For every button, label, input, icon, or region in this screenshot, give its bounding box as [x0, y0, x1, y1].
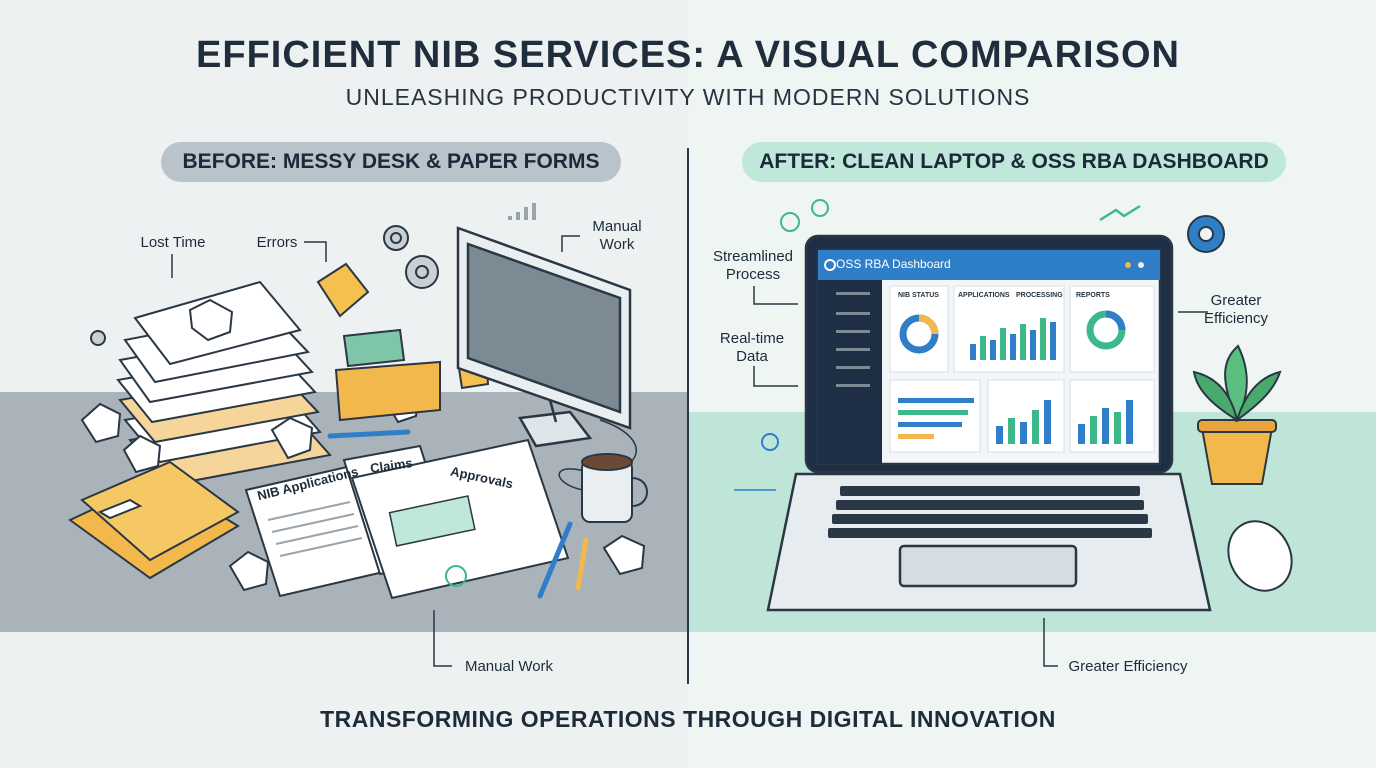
before-heading: BEFORE: MESSY DESK & PAPER FORMS — [161, 142, 621, 182]
mouse-illustration — [1227, 520, 1293, 592]
applications-panel-label: APPLICATIONS — [958, 292, 1010, 299]
gear-icon — [90, 225, 439, 346]
nib-status-panel-label: NIB STATUS — [898, 292, 939, 299]
manual-work-top-label: Manual Work — [592, 218, 642, 253]
keyboard-illustration — [828, 486, 1152, 538]
after-heading: AFTER: CLEAN LAPTOP & OSS RBA DASHBOARD — [742, 142, 1286, 182]
lost-time-label: Lost Time — [140, 234, 206, 251]
manual-work-bottom-label: Manual Work — [464, 658, 554, 675]
page-subtitle: UNLEASHING PRODUCTIVITY WITH MODERN SOLU… — [345, 84, 1031, 110]
comparison-divider — [687, 148, 689, 684]
monitor-illustration — [456, 226, 632, 448]
file-box-illustration — [334, 328, 441, 422]
footer-tagline: TRANSFORMING OPERATIONS THROUGH DIGITAL … — [320, 706, 1056, 732]
trend-arrow-icon — [1099, 204, 1141, 222]
coffee-mug-illustration — [581, 453, 648, 523]
plant-illustration — [1192, 344, 1282, 485]
document-illustration — [244, 438, 570, 600]
chart-doodle-icon — [508, 203, 536, 220]
page-title: EFFICIENT NIB SERVICES: A VISUAL COMPARI… — [196, 34, 1180, 76]
processing-panel-label: PROCESSING — [1016, 292, 1063, 299]
dashboard-title: OSS RBA Dashboard — [836, 257, 951, 271]
realtime-data-label: Real-time Data — [719, 330, 785, 365]
gear-icon — [761, 199, 1225, 451]
errors-label: Errors — [256, 234, 298, 251]
streamlined-process-label: Streamlined Process — [712, 248, 794, 283]
crumpled-paper-illustration — [80, 298, 646, 592]
greater-efficiency-bottom-label: Greater Efficiency — [1068, 658, 1188, 675]
sticky-note-illustration — [316, 262, 370, 318]
binder-illustration — [68, 460, 240, 580]
greater-efficiency-top-label: Greater Efficiency — [1204, 292, 1268, 327]
reports-panel-label: REPORTS — [1076, 292, 1110, 299]
